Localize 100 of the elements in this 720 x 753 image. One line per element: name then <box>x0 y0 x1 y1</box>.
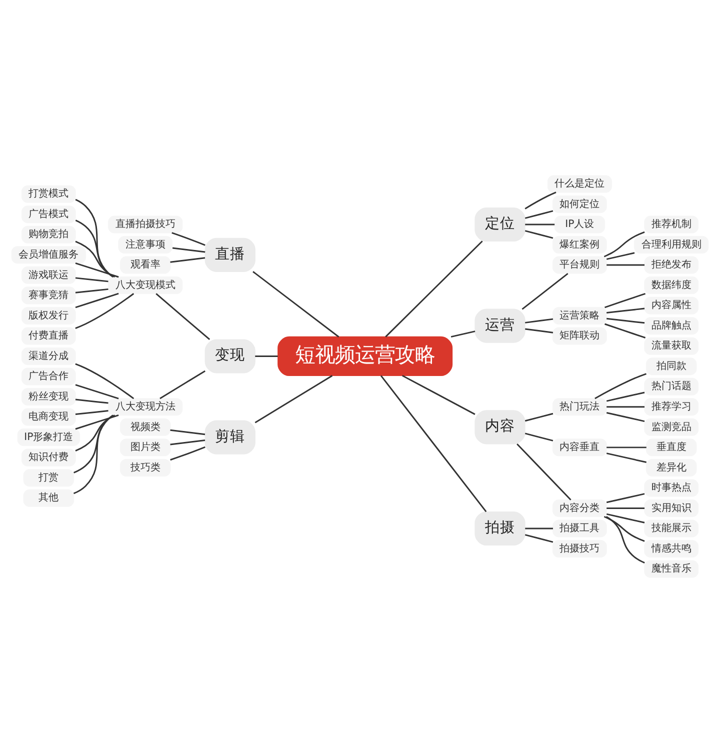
node-box: 会员增值服务 <box>11 246 86 264</box>
node-box: 魔性音乐 <box>644 560 699 578</box>
connector <box>75 414 119 430</box>
connector <box>524 412 554 422</box>
node-box: 爆红案例 <box>552 236 607 254</box>
node-box: 视频类 <box>120 418 171 436</box>
connector <box>75 220 114 278</box>
node-box: 技巧类 <box>120 458 171 476</box>
connector <box>606 264 645 266</box>
connector <box>75 198 114 278</box>
node-box: 情感共鸣 <box>644 540 699 558</box>
connector <box>524 210 554 219</box>
connector <box>170 440 206 446</box>
connector <box>170 429 206 436</box>
connector <box>402 374 476 415</box>
node-box: 推荐学习 <box>644 398 699 416</box>
connector <box>75 288 108 294</box>
node-box: 直播 <box>204 238 256 272</box>
connector <box>170 257 206 263</box>
node-box: 矩阵联动 <box>552 327 607 345</box>
connector <box>524 230 554 239</box>
node-box: IP形象打造 <box>17 428 80 446</box>
node-box: 拍摄 <box>474 511 526 546</box>
connector <box>385 240 483 338</box>
node-box: 付费直播 <box>21 327 76 345</box>
connector <box>606 392 645 402</box>
node-box: 技能展示 <box>644 520 699 538</box>
connector <box>172 232 206 246</box>
node-box: 剪辑 <box>204 420 256 454</box>
node-box: 游戏联运 <box>21 266 76 284</box>
node-box: 电商变现 <box>21 408 76 426</box>
connector <box>75 384 119 400</box>
connector <box>525 224 555 226</box>
connector <box>75 363 134 400</box>
connector <box>516 443 572 500</box>
node-box: 其他 <box>23 489 74 507</box>
node-box: 流量获取 <box>644 337 699 355</box>
connector <box>450 330 476 338</box>
connector <box>252 271 340 338</box>
connector <box>606 516 645 564</box>
node-box: 实用知识 <box>644 499 699 517</box>
node-box: 拍摄工具 <box>552 520 607 538</box>
connector <box>75 410 108 415</box>
connector <box>604 516 645 542</box>
connector <box>75 240 116 278</box>
node-box: 定位 <box>474 207 526 242</box>
node-box: 拍同款 <box>646 358 697 376</box>
node-box: 图片类 <box>120 438 171 456</box>
connector <box>606 308 645 314</box>
connector <box>606 412 645 422</box>
node-box: 什么是定位 <box>547 175 612 193</box>
connector <box>606 252 635 260</box>
connector <box>524 534 554 543</box>
connector <box>75 414 116 452</box>
node-box: 热门话题 <box>644 378 699 396</box>
node-box: 八大变现方法 <box>108 398 183 416</box>
connector <box>255 356 278 357</box>
node-box: 平台规则 <box>552 256 607 274</box>
node-box: 品牌触点 <box>644 317 699 335</box>
connector <box>75 293 134 329</box>
node-box: 知识付费 <box>21 448 76 466</box>
node-box: 内容 <box>474 410 526 444</box>
connector <box>604 323 646 338</box>
node-box: 拒绝发布 <box>644 256 699 274</box>
connector <box>606 318 645 324</box>
node-box: 注意事项 <box>118 236 173 254</box>
node-box: 如何定位 <box>552 195 607 213</box>
node-box: 广告合作 <box>21 368 76 386</box>
connector <box>75 398 108 404</box>
connector <box>524 432 554 442</box>
node-box: 运营策略 <box>552 306 607 324</box>
node-box: 版权发行 <box>21 306 76 324</box>
connector <box>525 528 553 530</box>
node-box: 粉丝变现 <box>21 388 76 406</box>
node-box: 差异化 <box>646 458 697 476</box>
node-box: 时事热点 <box>644 479 699 497</box>
node-box: 垂直度 <box>646 438 697 456</box>
connector <box>75 262 119 278</box>
node-box: 拍摄技巧 <box>552 540 607 558</box>
node-box: 热门玩法 <box>552 398 607 416</box>
node-box: 渠道分成 <box>21 347 76 365</box>
node-box: 内容分类 <box>552 499 607 517</box>
node-box: 购物竞拍 <box>21 226 76 244</box>
connector <box>594 373 647 400</box>
connector <box>525 328 554 334</box>
connector <box>73 414 114 494</box>
connector <box>604 231 645 258</box>
connector <box>254 375 333 424</box>
connector <box>172 247 206 253</box>
connector <box>522 273 568 310</box>
node-box: 打赏 <box>23 469 74 487</box>
node-box: 打赏模式 <box>21 185 76 203</box>
node-box: 内容垂直 <box>552 438 607 456</box>
node-box: 广告模式 <box>21 206 76 224</box>
connector <box>74 414 114 474</box>
connector <box>606 446 646 448</box>
connector <box>160 370 206 400</box>
node-box: 短视频运营攻略 <box>278 336 453 376</box>
connector <box>380 375 487 512</box>
connector <box>75 277 108 282</box>
